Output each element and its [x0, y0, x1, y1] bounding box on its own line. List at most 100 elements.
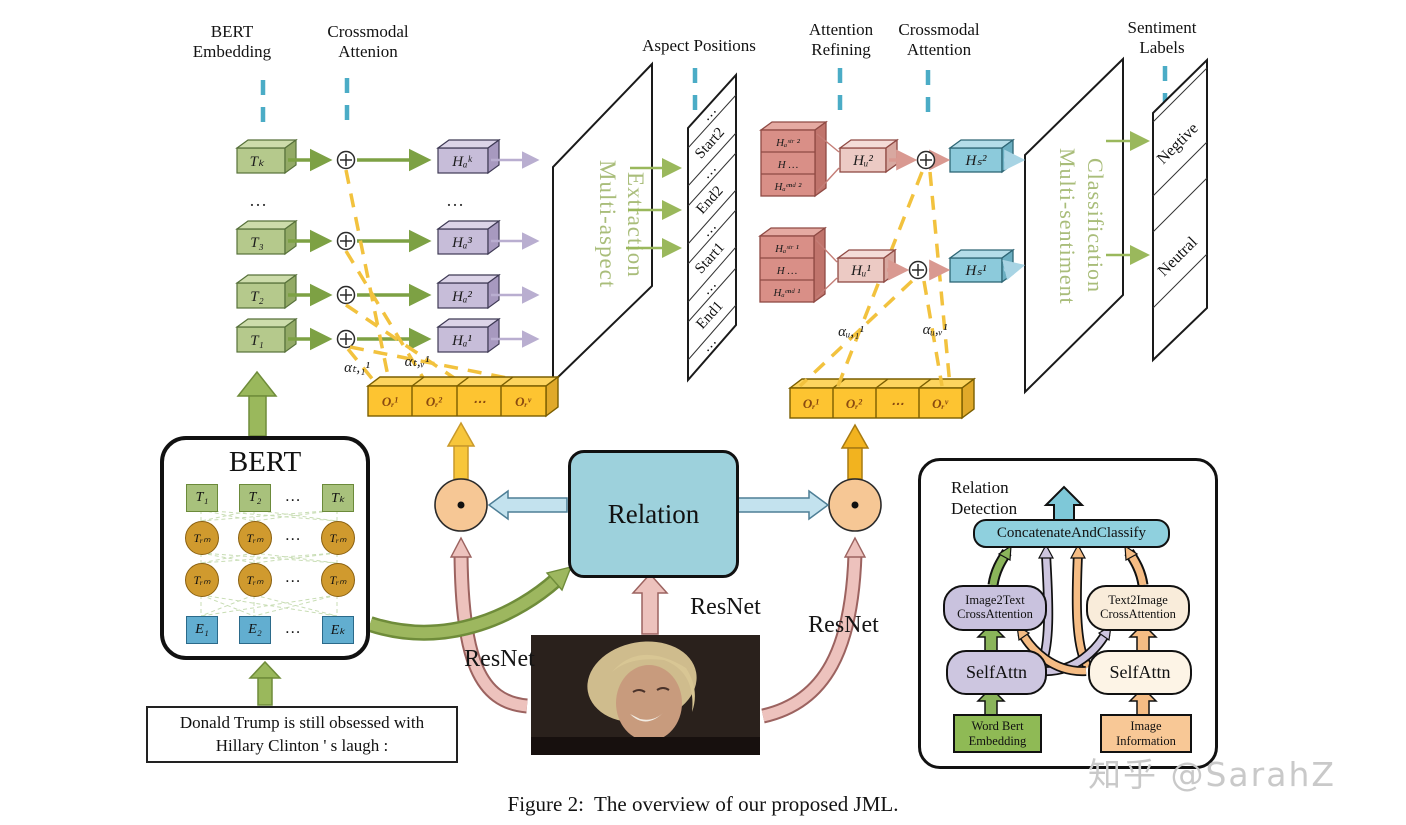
- gate-up-arrows: [446, 421, 870, 480]
- fused-label: Hₛ¹: [965, 263, 987, 279]
- image2text-crossattention-pill: Image2Text CrossAttention: [943, 585, 1047, 631]
- o-cell: ⋯: [473, 394, 487, 409]
- resnet-arrow-left: [449, 536, 528, 714]
- input-up-arrows: [236, 370, 282, 706]
- example-image: [531, 635, 760, 755]
- ellipsis: …: [446, 190, 464, 210]
- bert-e-node: E₁: [186, 616, 218, 644]
- multi-sentiment-label-line2: Classification: [1083, 158, 1108, 293]
- selfattn-right-pill: SelfAttn: [1088, 650, 1192, 695]
- aspect-positions-header: Aspect Positions: [642, 36, 756, 55]
- dot-product-right: [828, 478, 882, 532]
- aspect-span-stack-2: [759, 120, 840, 198]
- bert-trm-node: Tᵣₘ: [238, 521, 272, 555]
- bert-trm-node: Tᵣₘ: [321, 563, 355, 597]
- stack-label: H …: [776, 265, 798, 277]
- right-flow-arrows: [887, 149, 1026, 281]
- stack-label: Hₐᵉⁿᵈ ¹: [773, 287, 801, 299]
- o-cell: Oᵣᵛ: [515, 394, 531, 409]
- image-information-box: Image Information: [1100, 714, 1192, 753]
- bert-trm-node: Tᵣₘ: [185, 521, 219, 555]
- resnet-label-right: ResNet: [808, 612, 879, 638]
- bert-box: BERT T₁ T₂ … Tₖ Tᵣₘ Tᵣₘ … Tᵣₘ Tᵣₘ Tᵣₘ … …: [160, 436, 370, 660]
- left-flow-arrows: [288, 148, 540, 351]
- o-cell: Oᵣ²: [426, 394, 443, 409]
- bert-embedding-blocks: [235, 138, 298, 354]
- o-cell: Oᵣ¹: [803, 396, 819, 411]
- alpha-t1: αₜ,₁¹: [344, 360, 370, 376]
- refined-label: Hᵤ²: [852, 153, 873, 169]
- o-cell: Oᵣ¹: [382, 394, 398, 409]
- ellipsis: …: [285, 488, 301, 505]
- bert-trm-node: Tᵣₘ: [238, 563, 272, 597]
- multi-aspect-label-line1: Multi-aspect: [595, 160, 620, 288]
- relation-box: Relation: [568, 450, 739, 578]
- bert-trm-node: Tᵣₘ: [321, 521, 355, 555]
- plus-circles-right: [908, 150, 936, 280]
- resnet-arrow-right: [761, 536, 867, 724]
- watermark: 知乎 @SarahZ: [1088, 755, 1336, 794]
- resnet-label-center: ResNet: [690, 594, 761, 620]
- h-block-label: Hₐ²: [451, 289, 472, 305]
- ellipsis: …: [285, 527, 301, 544]
- h-block-label: Hₐ³: [451, 235, 472, 251]
- fused-label: Hₛ²: [965, 153, 987, 169]
- block-labels: Tₖ T₃ T₂ T₁ Hₐᵏ Hₐ³ Hₐ² Hₐ¹ … … αₜ,₁¹ αₜ…: [249, 137, 987, 411]
- attention-refining-header: Attention Refining: [808, 20, 874, 60]
- stack-label: Hₐᵉⁿᵈ ²: [774, 181, 803, 193]
- bert-title: BERT: [228, 446, 302, 478]
- alpha-tv: αₜ,ᵥ¹: [405, 354, 430, 370]
- bert-trm-node: Tᵣₘ: [185, 563, 219, 597]
- attention-fan-left: [344, 169, 549, 388]
- t-block-label: T₃: [250, 235, 264, 251]
- multi-sentiment-label-line1: Multi-sentiment: [1055, 148, 1080, 305]
- h-block-label: Hₐ¹: [451, 333, 472, 349]
- bert-t-node: T₂: [239, 484, 271, 512]
- sentiment-labels-header: Sentiment Labels: [1127, 18, 1197, 58]
- bert-to-relation-arrow: [367, 565, 573, 641]
- dot-product-left: [434, 478, 488, 532]
- ellipsis: …: [249, 190, 267, 210]
- ellipsis: …: [285, 620, 301, 637]
- refined-block-2: [838, 138, 899, 174]
- bert-e-node: E₂: [239, 616, 271, 644]
- t-block-label: Tₖ: [250, 154, 265, 170]
- bert-t-node: T₁: [186, 484, 218, 512]
- stack-label: Hₐˢᵗʳ ²: [775, 137, 801, 149]
- resnet-arrow-center: [631, 572, 669, 635]
- refined-label: Hᵤ¹: [850, 263, 871, 279]
- alpha-uv: αᵤ,ᵥ¹: [923, 322, 948, 338]
- multi-aspect-label-line2: Extraction: [623, 172, 648, 278]
- alpha-u1: αᵤ,₁¹: [838, 324, 864, 340]
- concatenate-and-classify-pill: ConcatenateAndClassify: [973, 519, 1170, 548]
- bert-t-node: Tₖ: [322, 484, 354, 512]
- stack-label: H …: [777, 159, 799, 171]
- concat-output-arrow: [1043, 485, 1085, 522]
- figure-caption: Figure 2: The overview of our proposed J…: [507, 792, 899, 816]
- relation-gate-row-right: [787, 377, 977, 420]
- bert-e-node: Eₖ: [322, 616, 354, 644]
- fused-block-2: [948, 138, 1015, 174]
- multi-sentiment-panel: Multi-sentiment Classification: [1024, 56, 1124, 395]
- h-block-label: Hₐᵏ: [451, 154, 472, 170]
- teal-dash-guides: [260, 66, 1168, 130]
- multi-aspect-panel: Multi-aspect Extraction: [552, 61, 653, 385]
- input-sentence-box: Donald Trump is still obsessed with Hill…: [146, 706, 458, 763]
- selfattn-left-pill: SelfAttn: [946, 650, 1047, 695]
- crossmodal-attenion-header: Crossmodal Attenion: [327, 22, 409, 62]
- crossmodal-attention-header: Crossmodal Attention: [898, 20, 980, 60]
- relation-gate-row-left: [365, 375, 561, 418]
- relation-detection-box: Relation Detection ConcatenateAndClassif…: [918, 458, 1218, 769]
- text2image-crossattention-pill: Text2Image CrossAttention: [1086, 585, 1190, 631]
- resnet-label-left: ResNet: [464, 646, 535, 672]
- aspect-positions-strip: … Start2 … End2 … Start1 … End1 …: [626, 72, 737, 383]
- refined-block-1: [836, 248, 897, 284]
- stack-label: Hₐˢᵗʳ ¹: [774, 243, 799, 255]
- ellipsis: …: [285, 569, 301, 586]
- aspect-span-stack-1: [758, 226, 838, 304]
- crossmodal-output-blocks: [436, 138, 501, 354]
- o-cell: Oᵣᵛ: [932, 396, 948, 411]
- word-bert-embedding-box: Word Bert Embedding: [953, 714, 1042, 753]
